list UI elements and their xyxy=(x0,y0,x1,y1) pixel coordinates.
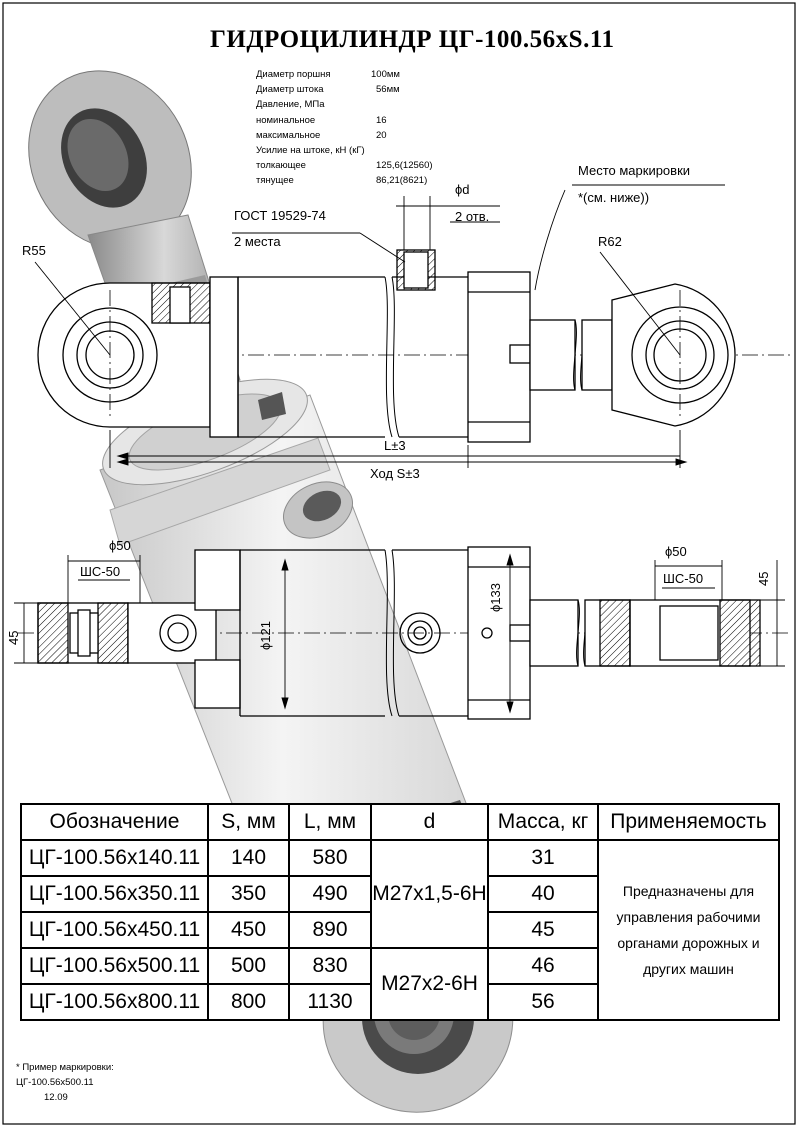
cell-stroke: 350 xyxy=(207,875,290,913)
cell-thread: M27x1,5-6H xyxy=(370,839,489,949)
cell-thread: M27x2-6H xyxy=(370,947,489,1021)
cell-mass: 45 xyxy=(487,911,599,949)
col-header: S, мм xyxy=(207,803,290,841)
marking-place-label: Место маркировки xyxy=(578,163,691,178)
shs50-right-label: ШС-50 xyxy=(663,571,704,586)
table-row: ЦГ-100.56х140.11 140 580 M27x1,5-6H 31 П… xyxy=(20,839,780,1021)
spec-label: Диаметр штока xyxy=(256,84,324,96)
phi50-right-label: ϕ50 xyxy=(665,544,687,559)
spec-value: 16 xyxy=(376,114,387,126)
cell-stroke: 800 xyxy=(207,983,290,1021)
cell-length: 830 xyxy=(288,947,372,985)
specs-block: Диаметр поршня 100мм Диаметр штока 56мм Да… xyxy=(256,67,433,189)
r62-label: R62 xyxy=(598,234,622,249)
table-row: ЦГ-100.56х350.11 350 490 40 xyxy=(20,875,779,913)
spec-row: Диаметр поршня 100мм xyxy=(256,67,400,82)
cell-stroke: 500 xyxy=(207,947,290,985)
cell-length: 890 xyxy=(288,911,372,949)
cell-designation: ЦГ-100.56х800.11 xyxy=(20,983,209,1021)
spec-value: 20 xyxy=(376,129,387,141)
cell-length: 490 xyxy=(288,875,372,913)
spec-row: номинальное 16 xyxy=(256,113,387,128)
places-label: 2 места xyxy=(234,234,281,249)
phi121-label: ϕ121 xyxy=(258,621,273,650)
phi133-label: ϕ133 xyxy=(488,583,503,612)
gost-label: ГОСТ 19529-74 xyxy=(234,208,326,223)
r55-label: R55 xyxy=(22,243,46,258)
spec-label: тянущее xyxy=(256,175,294,187)
spec-label: максимальное xyxy=(256,129,321,141)
spec-value: 56мм xyxy=(376,84,400,96)
spec-row: Усилие на штоке, кН (кГ) xyxy=(256,143,365,158)
col-header: Применяемость xyxy=(597,803,780,841)
spec-label: Диаметр поршня xyxy=(256,69,331,80)
spec-table: Обозначение S, мм L, мм d Масса, кг Прим… xyxy=(20,803,780,1021)
spec-label: Усилие на штоке, кН (кГ) xyxy=(256,144,365,156)
side-view xyxy=(18,546,790,720)
cell-length: 1130 xyxy=(288,983,372,1021)
col-header: Обозначение xyxy=(20,803,209,841)
spec-label: номинальное xyxy=(256,114,316,126)
spec-label: Давление, МПа xyxy=(256,99,325,111)
spec-value: 86,21(8621) xyxy=(376,175,428,187)
spec-row: толкающее 125,6(12560) xyxy=(256,158,433,173)
table-row: ЦГ-100.56х450.11 450 890 45 xyxy=(20,911,779,949)
table-header-row: Обозначение S, мм L, мм d Масса, кг Прим… xyxy=(20,803,780,841)
spec-row: Давление, МПа xyxy=(256,97,365,112)
holes-label: 2 отв. xyxy=(455,209,490,224)
d45-right-label: 45 xyxy=(756,571,771,586)
stroke-label: Ход S±3 xyxy=(370,466,420,481)
spec-row: максимальное 20 xyxy=(256,128,387,143)
length-label: L±3 xyxy=(384,438,406,453)
cell-length: 580 xyxy=(288,839,372,877)
table-row: ЦГ-100.56х800.11 800 1130 56 xyxy=(20,983,779,1021)
spec-label: толкающее xyxy=(256,160,306,172)
cell-application: Предназначены для управления рабочими ор… xyxy=(597,839,780,1021)
note-line: ЦГ-100.56х500.11 xyxy=(16,1077,94,1088)
spec-row: тянущее 86,21(8621) xyxy=(256,173,427,188)
drawing-title: ГИДРОЦИЛИНДР ЦГ-100.56хS.11 xyxy=(210,26,615,53)
cell-mass: 46 xyxy=(487,947,599,985)
cell-mass: 40 xyxy=(487,875,599,913)
cell-designation: ЦГ-100.56х450.11 xyxy=(20,911,209,949)
cell-designation: ЦГ-100.56х140.11 xyxy=(20,839,209,877)
col-header: Масса, кг xyxy=(487,803,599,841)
col-header: d xyxy=(370,803,489,841)
cell-designation: ЦГ-100.56х500.11 xyxy=(20,947,209,985)
main-view-dimensions xyxy=(34,184,725,468)
side-view-dimensions xyxy=(14,553,785,714)
cell-stroke: 450 xyxy=(207,911,290,949)
see-below-label: *(см. ниже)) xyxy=(578,190,650,205)
phi50-left-label: ϕ50 xyxy=(109,538,131,553)
note-line: 12.09 xyxy=(44,1092,68,1103)
cell-designation: ЦГ-100.56х350.11 xyxy=(20,875,209,913)
cell-stroke: 140 xyxy=(207,839,290,877)
spec-value: 125,6(12560) xyxy=(376,160,433,172)
table-row: ЦГ-100.56х500.11 500 830 M27x2-6H 46 xyxy=(20,947,779,1021)
marking-note: * Пример маркировки: ЦГ-100.56х500.11 12… xyxy=(16,1060,114,1105)
shs50-left-label: ШС-50 xyxy=(80,564,121,579)
spec-value: 100мм xyxy=(371,69,400,80)
col-header: L, мм xyxy=(288,803,372,841)
note-line: * Пример маркировки: xyxy=(16,1062,114,1073)
cell-mass: 31 xyxy=(487,839,599,877)
cell-mass: 56 xyxy=(487,983,599,1021)
d45-left-label: 45 xyxy=(6,630,21,645)
spec-row: Диаметр штока 56мм xyxy=(256,82,400,97)
phi-d-label: ϕd xyxy=(455,182,470,197)
